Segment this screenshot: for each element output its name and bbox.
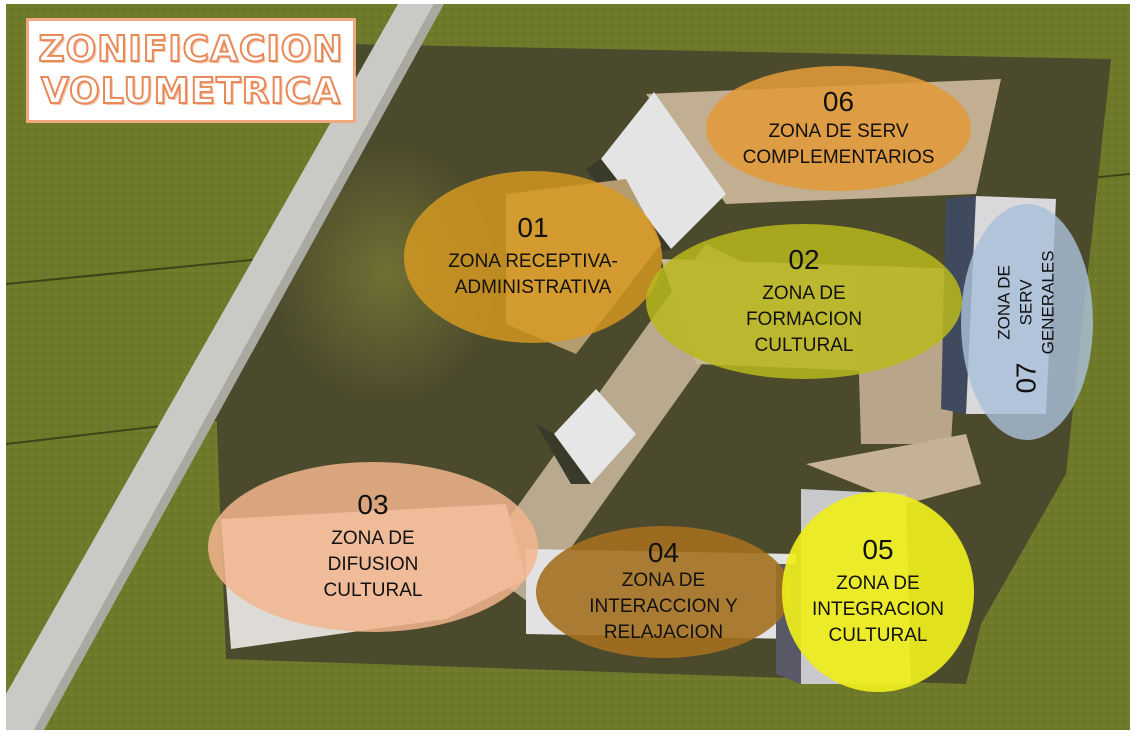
zone-04-number: 04 bbox=[647, 537, 680, 568]
zone-01: 01 ZONA RECEPTIVA- ADMINISTRATIVA bbox=[404, 171, 662, 343]
building-lower-right bbox=[806, 434, 981, 504]
zone-07-inner: 07 ZONA DE SERV GENERALES bbox=[994, 250, 1060, 393]
zone-03: 03 ZONA DE DIFUSION CULTURAL bbox=[208, 462, 538, 632]
aerial-view: ZONIFICACION VOLUMETRICA 01 ZONA RECEPTI… bbox=[6, 4, 1130, 730]
zone-04: 04 ZONA DE INTERACCION Y RELAJACION bbox=[536, 526, 791, 658]
building-small-white bbox=[554, 389, 636, 484]
road bbox=[6, 4, 434, 730]
zone-06-label: ZONA DE SERV COMPLEMENTARIOS bbox=[742, 120, 935, 168]
title-line-2: VOLUMETRICA bbox=[40, 70, 342, 113]
zone-04-label: ZONA DE INTERACCION Y RELAJACION bbox=[589, 570, 738, 643]
title-box: ZONIFICACION VOLUMETRICA bbox=[26, 18, 356, 123]
zone-02-label: ZONA DE FORMACION CULTURAL bbox=[745, 282, 863, 356]
road-edge bbox=[34, 4, 444, 730]
zone-01-label: ZONA RECEPTIVA- ADMINISTRATIVA bbox=[448, 251, 618, 298]
zone-02-number: 02 bbox=[788, 243, 820, 275]
zone-03-label: ZONA DE DIFUSION CULTURAL bbox=[323, 528, 423, 601]
zone-05-label: ZONA DE INTEGRACION CULTURAL bbox=[812, 573, 944, 646]
zone-06-number: 06 bbox=[822, 85, 855, 117]
zone-06: 06 ZONA DE SERV COMPLEMENTARIOS bbox=[706, 66, 971, 191]
building-small-shadow bbox=[536, 424, 591, 484]
zone-03-number: 03 bbox=[357, 489, 389, 520]
title-line-1: ZONIFICACION bbox=[37, 28, 344, 71]
zone-07-label: ZONA DE SERV GENERALES bbox=[995, 250, 1058, 355]
building-top-white bbox=[601, 92, 726, 249]
zone-02: 02 ZONA DE FORMACION CULTURAL bbox=[646, 224, 962, 379]
zone-05-number: 05 bbox=[862, 534, 894, 565]
zone-07: 07 ZONA DE SERV GENERALES bbox=[961, 204, 1093, 440]
zone-07-number: 07 bbox=[1011, 362, 1042, 394]
zone-05: 05 ZONA DE INTEGRACION CULTURAL bbox=[782, 492, 974, 692]
zone-01-number: 01 bbox=[517, 212, 549, 243]
